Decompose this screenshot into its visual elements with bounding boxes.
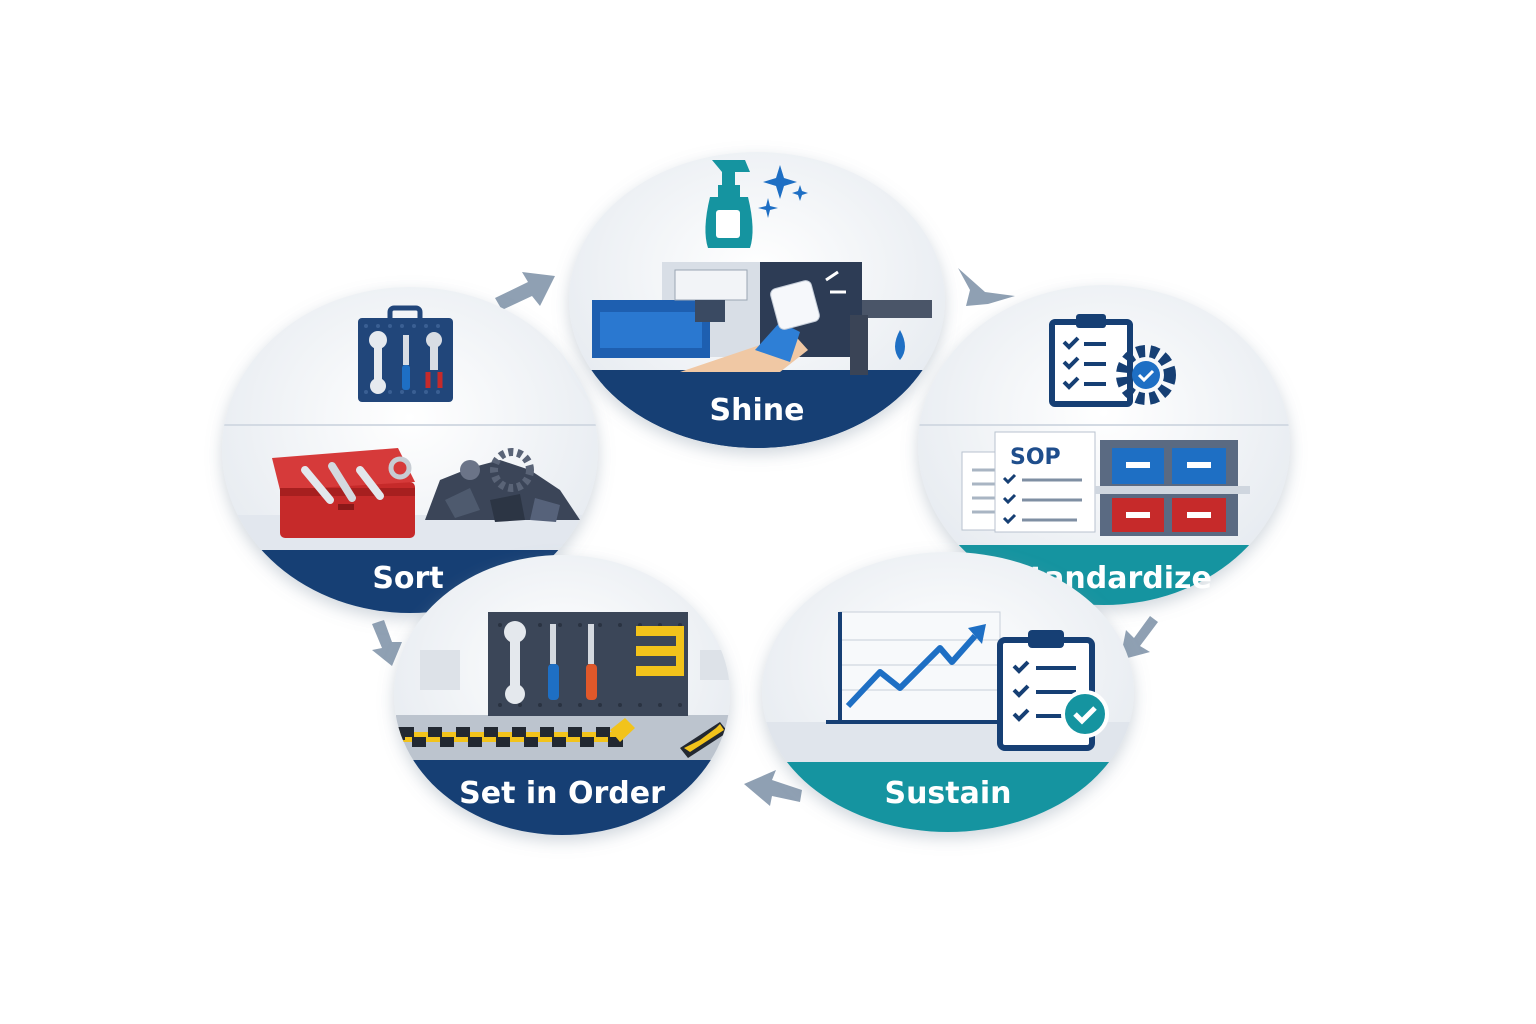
stage-label-sustain: Sustain: [884, 776, 1011, 811]
cycle-arrow-icon: [372, 620, 402, 666]
storage-bins-icon: [1095, 440, 1250, 536]
cycle-arrow-icon: [744, 770, 802, 806]
checklist-gear-icon: [1049, 314, 1176, 407]
scrap-pile-icon: [425, 448, 580, 522]
wiping-hand-icon: [680, 270, 846, 372]
tool-board-icon: [488, 612, 688, 716]
cycle-arrow-icon: [495, 272, 555, 310]
sop-title: SOP: [1010, 445, 1061, 470]
cycle-arrow-icon: [1120, 616, 1158, 660]
stage-label-shine: Shine: [710, 393, 805, 428]
cycle-arrows: [372, 268, 1158, 806]
red-toolbox-icon: [272, 448, 415, 538]
stage-label-set-in-order: Set in Order: [459, 776, 665, 811]
stage-label-sort: Sort: [372, 561, 443, 596]
cycle-arrow-icon: [958, 268, 1015, 306]
clipboard-check-icon: [997, 630, 1109, 751]
sparkle-icon: [758, 165, 808, 218]
sop-document-icon: SOP: [961, 431, 1096, 533]
spray-bottle-icon: [705, 160, 753, 248]
water-drop-icon: [895, 330, 905, 360]
rising-chart-icon: [826, 611, 1001, 724]
pegboard-tools-icon: [358, 305, 453, 402]
